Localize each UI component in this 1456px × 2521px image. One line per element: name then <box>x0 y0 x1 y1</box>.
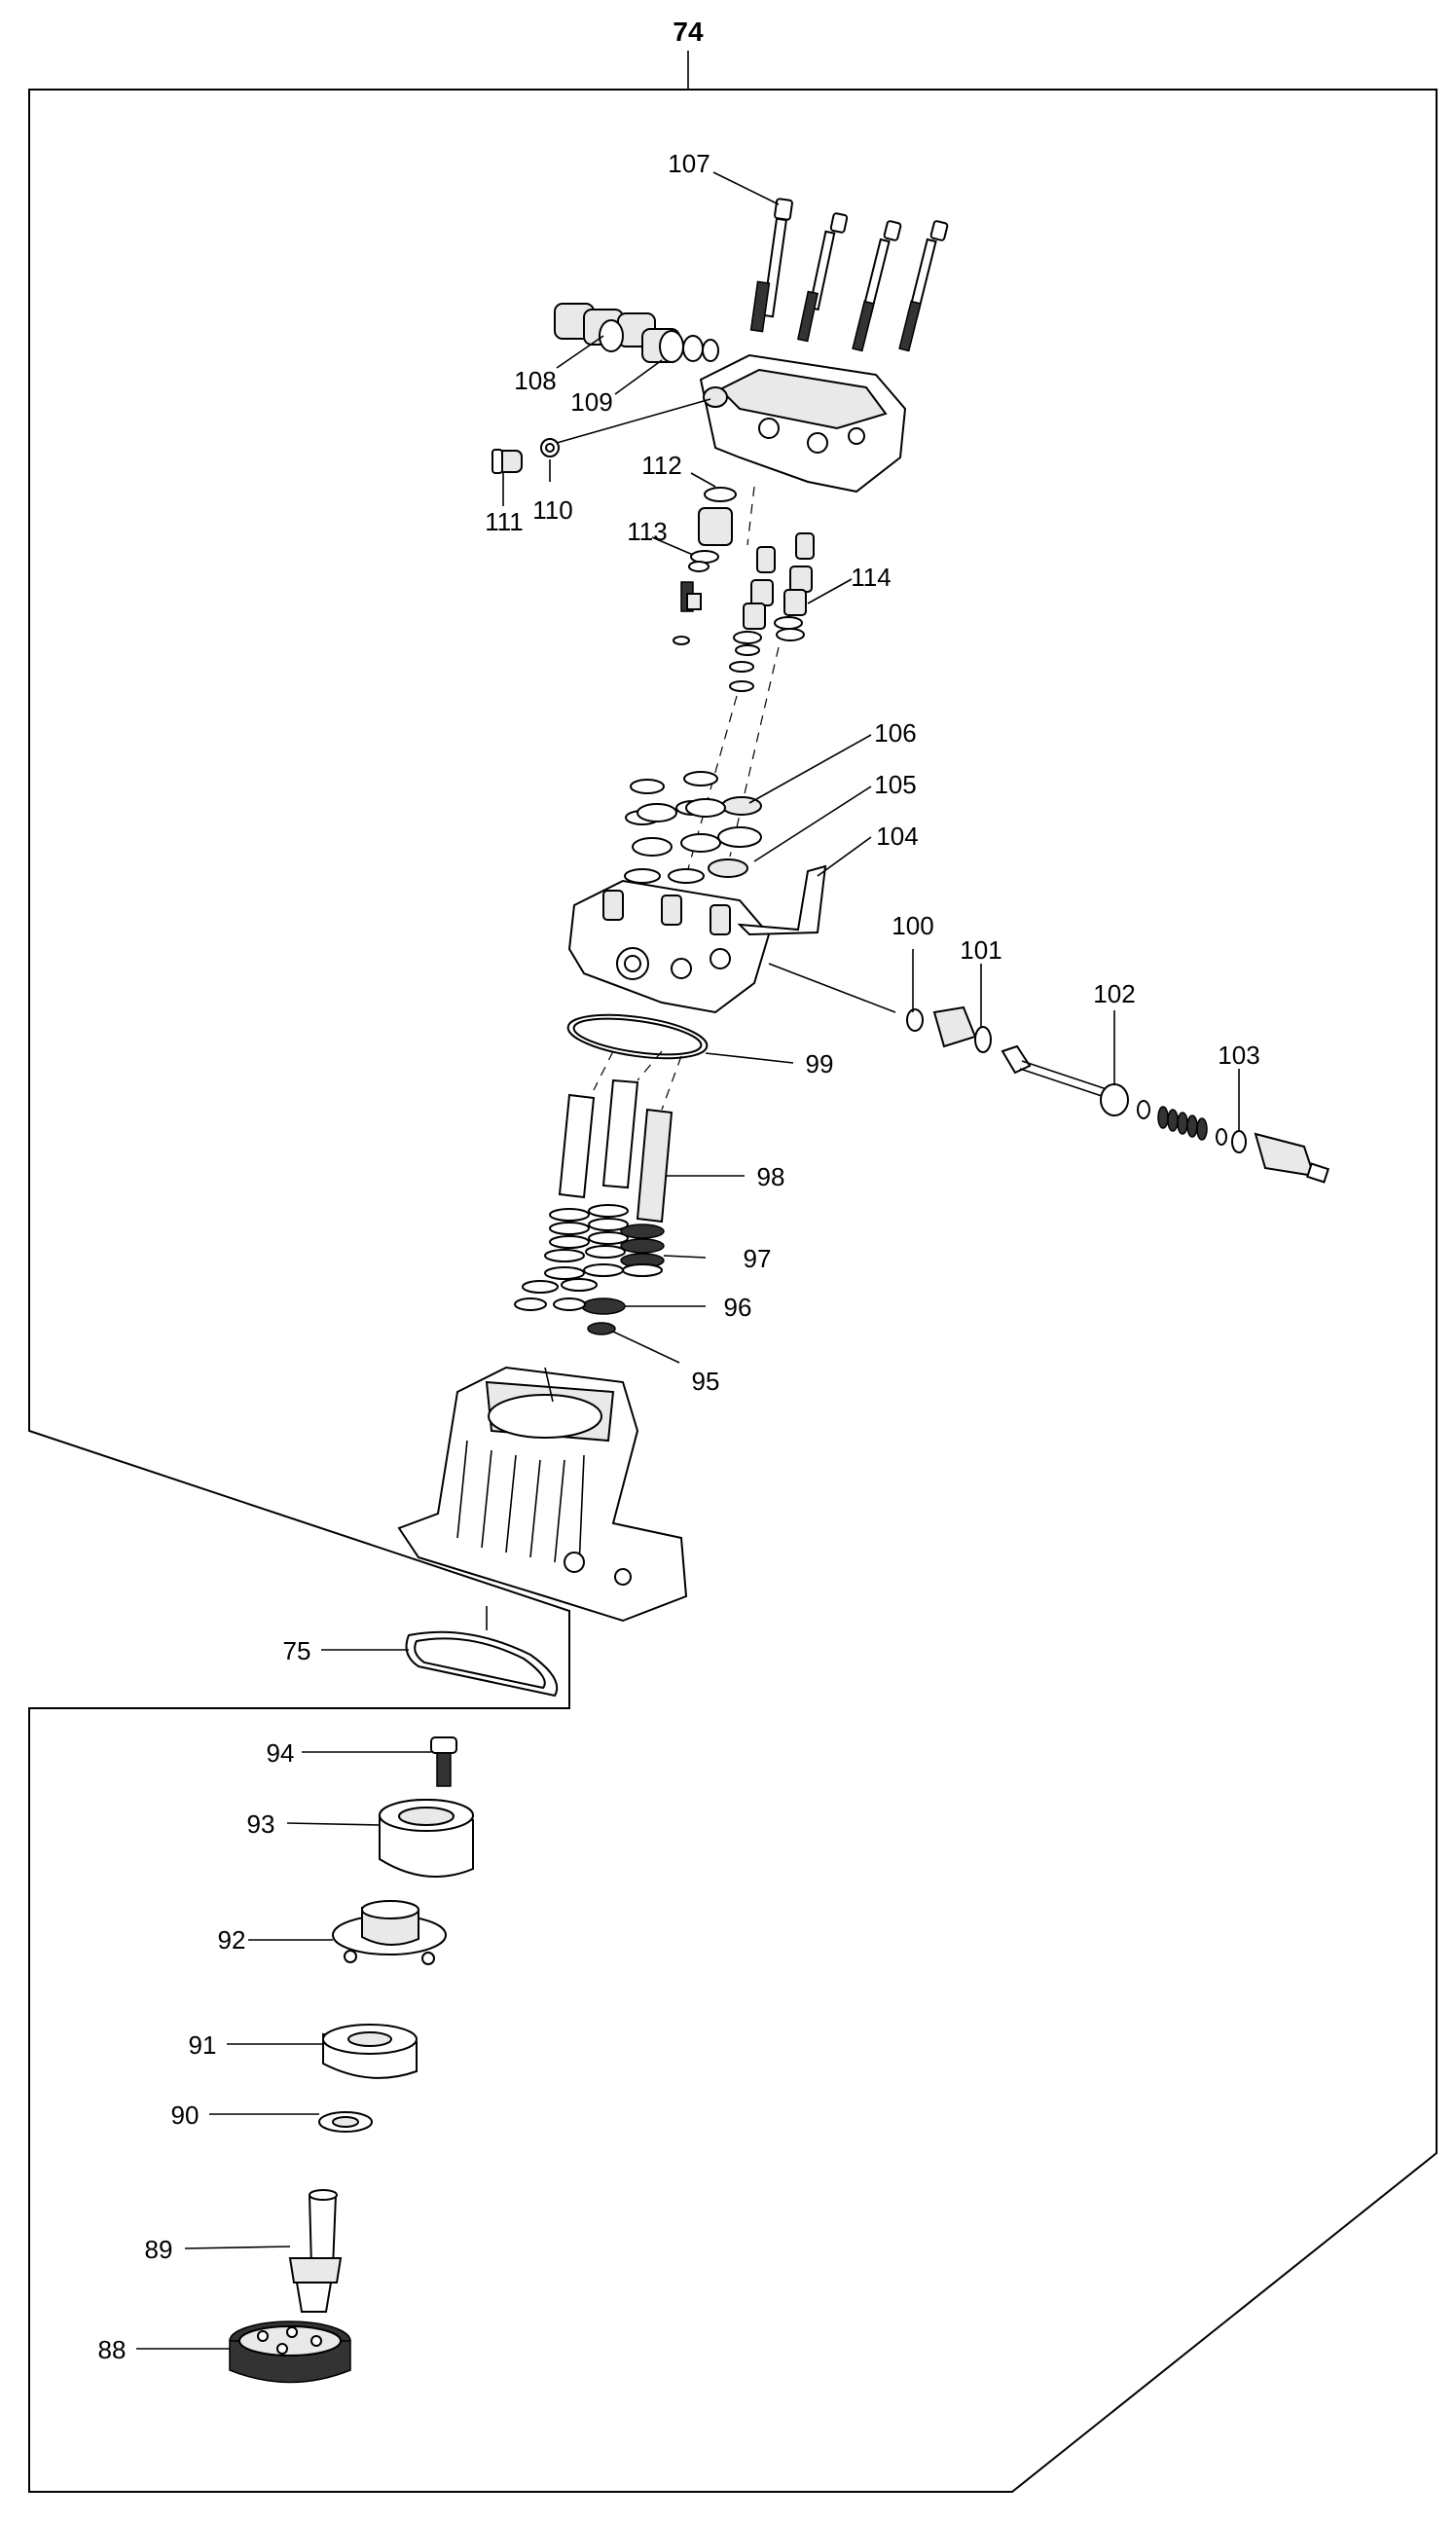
callout-113: 113 <box>627 517 667 546</box>
screw-94 <box>430 1736 457 1787</box>
manifold-body <box>567 879 771 1014</box>
callout-105: 105 <box>874 770 916 799</box>
callout-91: 91 <box>189 2030 217 2060</box>
callout-110: 110 <box>532 495 572 525</box>
callout-102: 102 <box>1093 979 1135 1008</box>
manifold-group <box>514 771 827 1335</box>
callout-100: 100 <box>892 911 933 940</box>
pump-housing <box>397 1366 688 1630</box>
callout-108: 108 <box>514 366 556 395</box>
check-valves-114 <box>729 532 815 692</box>
callout-98: 98 <box>757 1162 785 1191</box>
bolt-107-set <box>749 198 949 352</box>
callout-109: 109 <box>570 387 612 417</box>
unloader-112-113 <box>673 487 737 645</box>
cylinder-head-body <box>699 353 907 493</box>
springs-97 <box>544 1204 665 1280</box>
callout-93: 93 <box>247 1809 275 1839</box>
callout-114: 114 <box>851 563 891 592</box>
pistons-98 <box>558 1050 682 1224</box>
regulator-assembly-100-103 <box>768 963 1329 1184</box>
counterweight-93 <box>379 1799 474 1878</box>
shaft-89 <box>288 2189 343 2313</box>
cylinder-head-group <box>491 198 949 877</box>
callout-75: 75 <box>283 1636 311 1665</box>
callout-101: 101 <box>960 935 1001 965</box>
seals-105-106 <box>624 771 762 884</box>
callout-88: 88 <box>98 2335 127 2364</box>
callout-95: 95 <box>692 1367 720 1396</box>
o-ring-99 <box>566 1013 709 1060</box>
assembly-label: 74 <box>673 17 704 47</box>
bearing-91 <box>322 2024 418 2079</box>
leader-lines <box>136 171 1240 2350</box>
plug-110-111 <box>491 398 711 474</box>
callout-96: 96 <box>724 1293 752 1322</box>
bracket-104 <box>737 864 827 936</box>
callout-112: 112 <box>641 451 681 480</box>
callout-97: 97 <box>744 1244 772 1273</box>
seals-95-96 <box>514 1278 626 1335</box>
callout-labels: 107 108 109 110 111 112 113 114 106 105 … <box>98 149 1260 2364</box>
gear-88 <box>229 2320 351 2384</box>
callout-92: 92 <box>218 1925 246 1955</box>
callout-99: 99 <box>806 1049 834 1078</box>
callout-90: 90 <box>171 2101 200 2130</box>
seal-90 <box>318 2111 373 2133</box>
assembly-frame: 74 <box>28 17 1438 2493</box>
callout-103: 103 <box>1218 1041 1259 1070</box>
callout-106: 106 <box>874 718 916 748</box>
callout-104: 104 <box>876 822 918 851</box>
flange-92 <box>332 1900 447 1965</box>
callout-111: 111 <box>485 507 524 536</box>
crank-parts <box>229 1736 474 2384</box>
valve-stack-108-109 <box>554 303 719 363</box>
gasket-75 <box>405 1630 559 1698</box>
callout-89: 89 <box>145 2235 173 2264</box>
callout-107: 107 <box>668 149 710 178</box>
callout-94: 94 <box>267 1738 295 1768</box>
spring-102-103 <box>1157 1106 1208 1141</box>
